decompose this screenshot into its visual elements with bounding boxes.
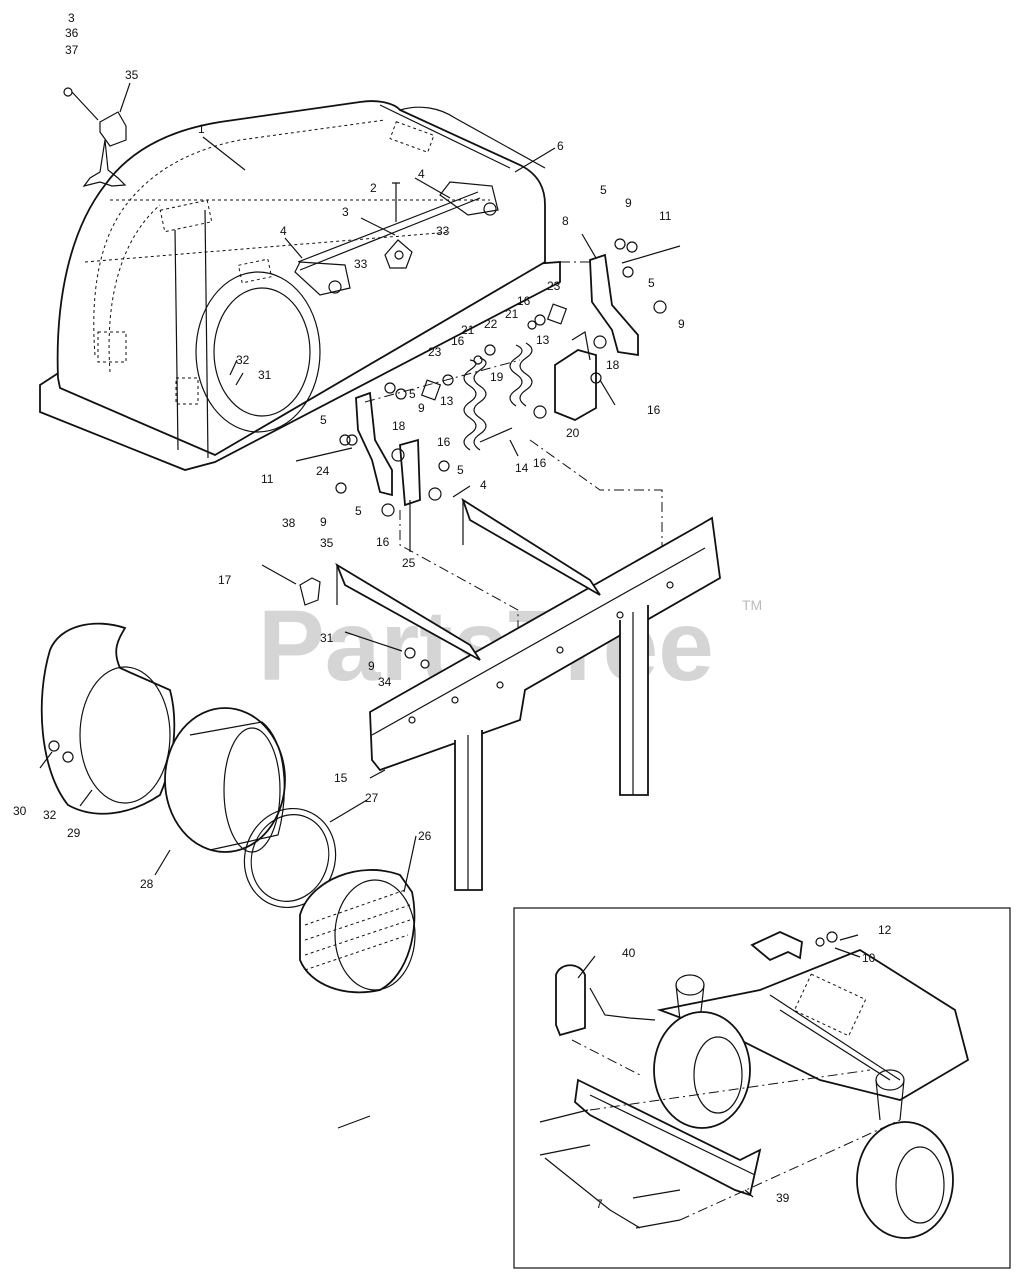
callout-12: 12 [878,923,892,937]
callout-31: 31 [258,368,272,382]
callout-8: 8 [562,214,569,228]
callout-17: 17 [218,573,232,587]
callout-5: 5 [409,387,416,401]
callout-11: 11 [261,472,274,486]
hood-assembly [39,100,561,471]
callout-21: 21 [461,323,475,337]
callout-4: 4 [480,478,487,492]
callout-16: 16 [437,435,451,449]
callout-16: 16 [517,294,531,308]
callout-35: 35 [320,536,334,550]
callout-13: 13 [440,394,454,408]
callout-28: 28 [140,877,154,891]
callout-18: 18 [606,358,620,372]
callout-19: 19 [490,370,504,384]
callout-36: 36 [65,26,79,40]
callout-14: 14 [515,461,529,475]
callout-20: 20 [566,426,580,440]
callout-13: 13 [536,333,550,347]
callout-9: 9 [678,317,685,331]
callout-35: 35 [125,68,139,82]
callout-2: 2 [370,181,377,195]
discharge-chute [40,622,416,994]
callout-22: 22 [484,317,498,331]
callout-4: 4 [280,224,287,238]
callout-23: 23 [428,345,442,359]
callout-5: 5 [600,183,607,197]
callout-24: 24 [316,464,330,478]
callout-25: 25 [402,556,416,570]
inset-box [513,907,1011,1269]
callout-5: 5 [320,413,327,427]
callout-10: 10 [862,951,876,965]
callout-15: 15 [334,771,348,785]
leader-lines [39,82,861,1229]
callout-26: 26 [418,829,432,843]
callout-11: 11 [659,209,672,223]
watermark-trademark: TM [742,597,762,613]
mount-brackets [295,238,681,720]
callout-21: 21 [505,307,519,321]
callout-23: 23 [547,279,561,293]
callout-27: 27 [365,791,379,805]
callout-32: 32 [43,808,57,822]
callout-39: 39 [776,1191,790,1205]
callout-5: 5 [457,463,464,477]
callout-33: 33 [354,257,368,271]
callout-16: 16 [376,535,390,549]
callout-16: 16 [647,403,661,417]
callout-9: 9 [320,515,327,529]
callout-34: 34 [378,675,392,689]
callout-4: 4 [418,167,425,181]
callout-16: 16 [451,334,465,348]
caster-frame [539,931,970,1239]
callout-9: 9 [625,196,632,210]
callout-labels: 3 36 37 35 1 6 2 4 3 33 4 33 5 9 11 8 5 … [13,11,892,1211]
callout-9: 9 [418,401,425,415]
callout-6: 6 [557,139,564,153]
callout-40: 40 [622,946,636,960]
callout-37: 37 [65,43,79,57]
callout-3: 3 [342,205,349,219]
callout-18: 18 [392,419,406,433]
latch-top-left [63,87,127,187]
callout-31: 31 [320,631,334,645]
callout-1: 1 [198,122,205,136]
callout-5: 5 [648,276,655,290]
callout-38: 38 [282,516,296,530]
callout-33: 33 [436,224,450,238]
callout-29: 29 [67,826,81,840]
frame [261,497,721,891]
callout-16: 16 [533,456,547,470]
callout-3: 3 [68,11,75,25]
callout-32: 32 [236,353,250,367]
callout-30: 30 [13,804,27,818]
callout-7: 7 [596,1197,603,1211]
callout-5: 5 [355,504,362,518]
callout-9: 9 [368,659,375,673]
